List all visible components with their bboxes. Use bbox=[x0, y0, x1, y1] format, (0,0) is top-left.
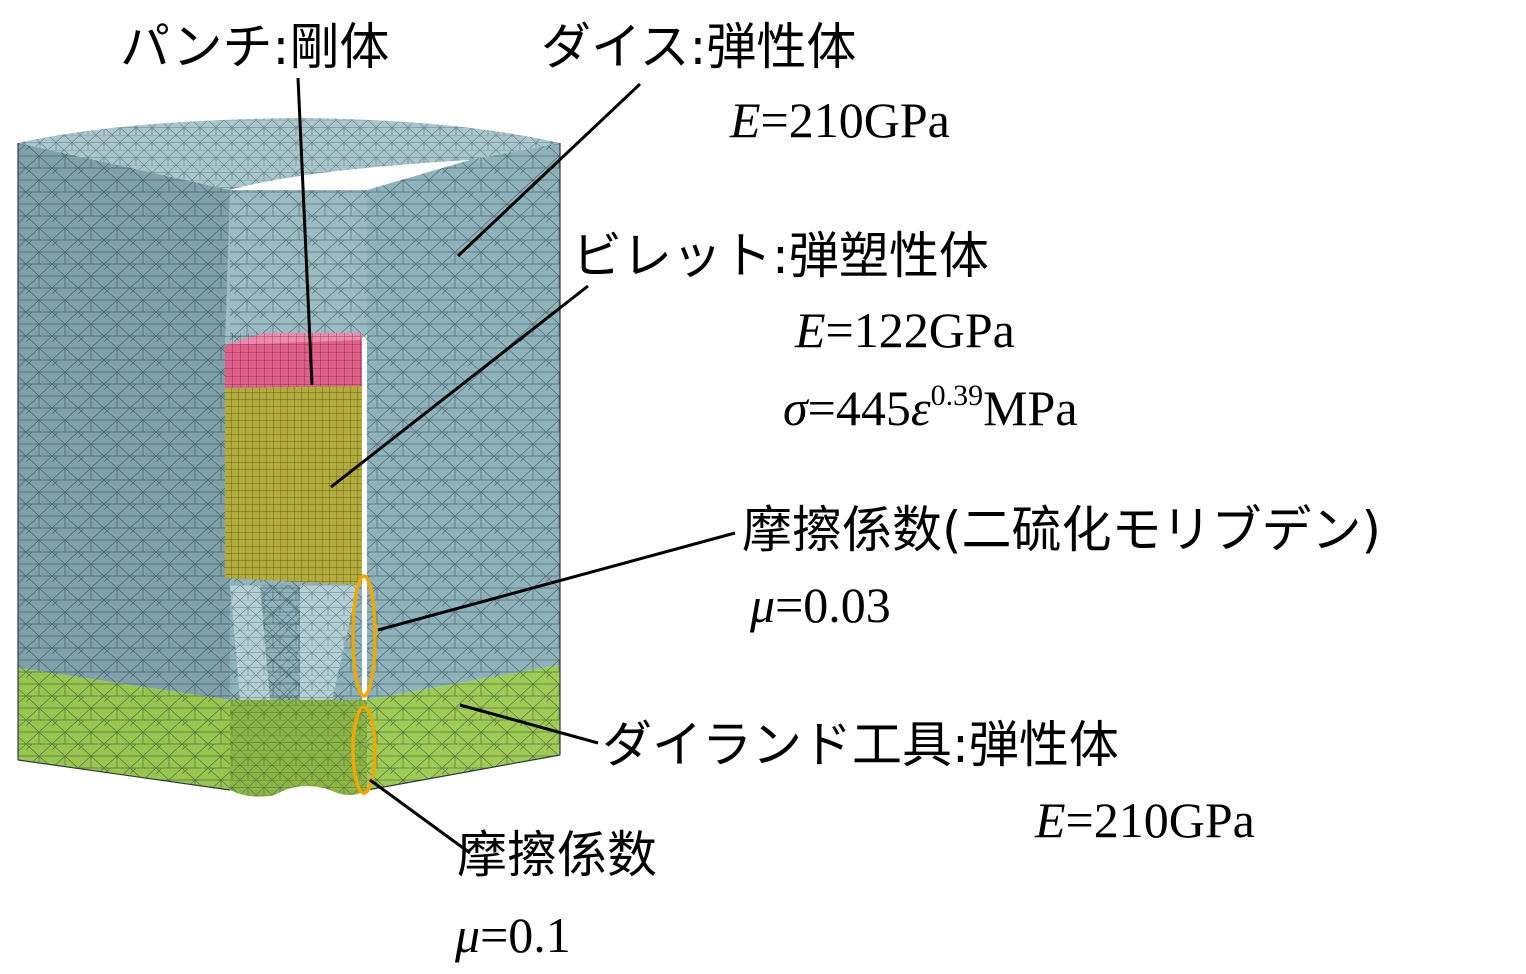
friction-marker-land bbox=[351, 705, 377, 795]
billet-flow-stress: σ=445ε0.39MPa bbox=[783, 379, 1078, 436]
leader-punch bbox=[296, 77, 314, 386]
friction-moly-value: μ=0.03 bbox=[750, 577, 891, 633]
billet-modulus: E=122GPa bbox=[795, 302, 1015, 358]
billet-label: ビレット:弾塑性体 bbox=[572, 227, 989, 285]
friction-label: 摩擦係数 bbox=[457, 826, 657, 884]
friction-moly-label: 摩擦係数(二硫化モリブデン) bbox=[742, 501, 1382, 559]
leader-friction bbox=[369, 778, 471, 855]
friction-value: μ=0.1 bbox=[455, 907, 571, 963]
leader-die bbox=[456, 82, 642, 258]
leader-friction-moly bbox=[377, 531, 736, 632]
leader-billet bbox=[330, 284, 589, 489]
die-land-label: ダイランド工具:弾性体 bbox=[602, 716, 1119, 774]
die-land-modulus: E=210GPa bbox=[1035, 792, 1255, 848]
punch-label: パンチ:剛体 bbox=[120, 18, 390, 76]
friction-marker-die bbox=[351, 574, 377, 698]
leader-die-land bbox=[459, 703, 599, 745]
die-label: ダイス:弾性体 bbox=[541, 18, 857, 76]
die-modulus: E=210GPa bbox=[730, 92, 950, 148]
